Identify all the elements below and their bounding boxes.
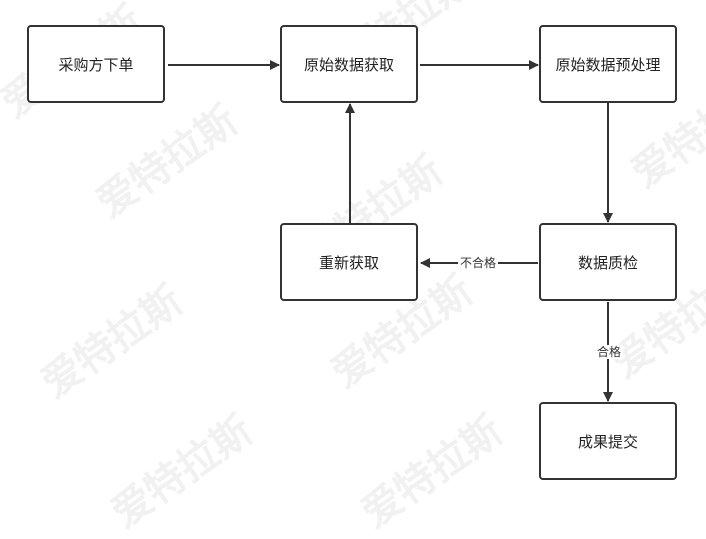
edge-label-pass: 合格 xyxy=(595,345,624,359)
node-raw-data-preprocessing: 原始数据预处理 xyxy=(539,25,677,103)
node-label: 原始数据预处理 xyxy=(555,55,661,74)
node-label: 数据质检 xyxy=(577,253,638,272)
node-label: 原始数据获取 xyxy=(303,55,394,74)
node-result-submission: 成果提交 xyxy=(539,402,677,480)
node-data-quality-check: 数据质检 xyxy=(539,223,677,301)
edge-label-fail: 不合格 xyxy=(458,256,499,270)
node-purchase-order: 采购方下单 xyxy=(27,25,165,103)
node-label: 成果提交 xyxy=(577,432,638,451)
node-raw-data-acquisition: 原始数据获取 xyxy=(280,25,418,103)
node-label: 采购方下单 xyxy=(58,55,134,74)
node-label: 重新获取 xyxy=(318,253,379,272)
node-reacquire: 重新获取 xyxy=(280,223,418,301)
